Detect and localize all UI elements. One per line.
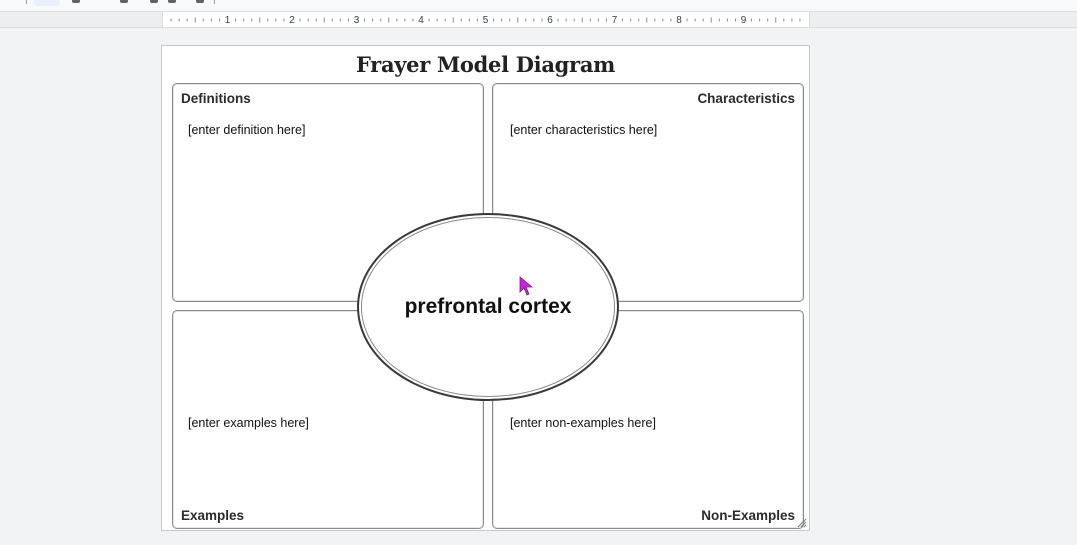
toolbar-icon[interactable] [72, 0, 80, 3]
toolbar-separator [214, 0, 215, 4]
toolbar-icon[interactable] [150, 0, 158, 3]
ruler-band: 1 2 3 4 5 6 7 8 9 [0, 12, 1077, 28]
ruler-number: 8 [676, 15, 682, 26]
ruler-ticks: 1 2 3 4 5 6 7 8 9 [170, 15, 801, 26]
resize-handle-icon[interactable] [795, 516, 807, 528]
characteristics-label: Characteristics [697, 91, 795, 106]
ruler-number: 5 [483, 15, 489, 26]
ruler-number: 3 [354, 15, 360, 26]
toolbar-active-button[interactable] [34, 0, 60, 6]
ruler-number: 2 [289, 15, 295, 26]
horizontal-ruler[interactable]: 1 2 3 4 5 6 7 8 9 [162, 12, 810, 27]
ruler-number: 4 [418, 15, 424, 26]
ruler-number: 7 [612, 15, 618, 26]
diagram-title: Frayer Model Diagram [355, 52, 616, 77]
center-term-oval[interactable]: prefrontal cortex [357, 213, 619, 401]
definitions-box[interactable]: Definitions [enter definition here] [172, 83, 484, 302]
non-examples-placeholder[interactable]: [enter non-examples here] [510, 416, 656, 430]
toolbar-separator [26, 0, 27, 4]
toolbar-strip [0, 0, 1077, 12]
definitions-label: Definitions [181, 91, 251, 106]
ruler-number: 1 [225, 15, 231, 26]
ruler-number: 6 [547, 15, 553, 26]
center-term[interactable]: prefrontal cortex [404, 295, 572, 318]
examples-label: Examples [181, 508, 245, 523]
document-page[interactable]: Frayer Model Diagram Definitions [enter … [161, 45, 810, 531]
examples-box[interactable]: [enter examples here] Examples [172, 310, 484, 529]
characteristics-placeholder[interactable]: [enter characteristics here] [510, 123, 658, 137]
mouse-pointer-icon [519, 276, 533, 296]
non-examples-label: Non-Examples [701, 508, 795, 523]
characteristics-box[interactable]: Characteristics [enter characteristics h… [492, 83, 804, 302]
examples-placeholder[interactable]: [enter examples here] [188, 416, 309, 430]
non-examples-box[interactable]: [enter non-examples here] Non-Examples [492, 310, 804, 529]
toolbar-icon[interactable] [196, 0, 204, 3]
ruler-number: 9 [741, 15, 747, 26]
definitions-placeholder[interactable]: [enter definition here] [188, 123, 306, 137]
toolbar-icon[interactable] [120, 0, 128, 3]
toolbar-icon[interactable] [168, 0, 176, 3]
